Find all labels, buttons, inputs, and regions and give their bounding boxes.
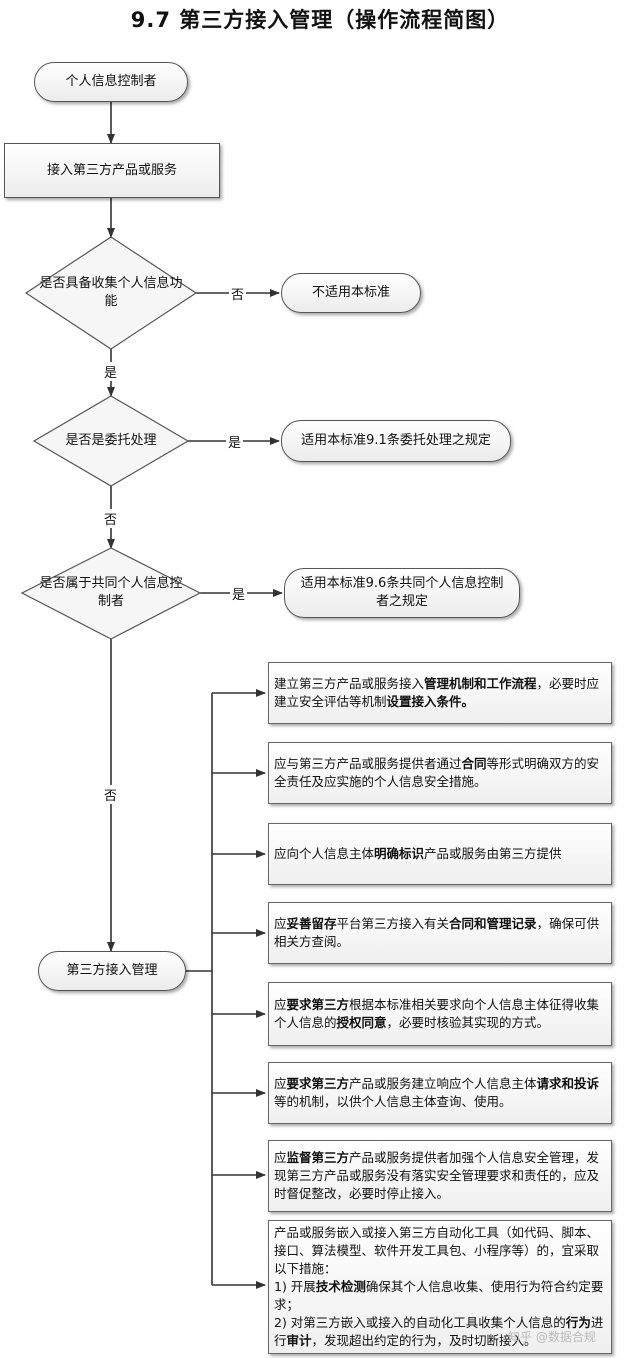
measure-box: 应监督第三方产品或服务提供者加强个人信息安全管理，发现第三方产品或服务没有落实安…	[268, 1140, 612, 1212]
edge-label-d2-no: 否	[102, 509, 120, 528]
edge-label-d1-yes: 是	[102, 362, 120, 381]
measure-box: 应妥善留存平台第三方接入有关合同和管理记录，确保可供相关方查阅。	[268, 902, 612, 964]
decision-d3-label: 是否属于共同个人信息控制者	[39, 576, 183, 609]
decision-d3	[20, 547, 202, 640]
measure-box: 产品或服务嵌入或接入第三方自动化工具（如代码、脚本、接口、算法模型、软件开发工具…	[268, 1220, 612, 1354]
decision-d2	[32, 395, 190, 487]
edge-label-d3-yes: 是	[230, 584, 248, 603]
measure-text: 应与第三方产品或服务提供者通过合同等形式明确双方的安全责任及应实施的个人信息安全…	[274, 756, 600, 789]
decision-d2-label: 是否是委托处理	[65, 433, 157, 448]
edge-label-d3-no: 否	[102, 785, 120, 804]
measure-box: 应向个人信息主体明确标识产品或服务由第三方提供	[268, 823, 612, 885]
not-applicable-node: 不适用本标准	[281, 273, 421, 313]
measure-text: 产品或服务嵌入或接入第三方自动化工具（如代码、脚本、接口、算法模型、软件开发工具…	[274, 1225, 604, 1348]
measure-text: 应要求第三方产品或服务建立响应个人信息主体请求和投诉等的机制，以供个人信息主体查…	[274, 1076, 600, 1109]
measure-text: 应妥善留存平台第三方接入有关合同和管理记录，确保可供相关方查阅。	[274, 916, 600, 949]
decision-d1-label: 是否具备收集个人信息功能	[39, 276, 183, 309]
third-party-management-node: 第三方接入管理	[38, 951, 186, 991]
measure-text: 建立第三方产品或服务接入管理机制和工作流程，必要时应建立安全评估等机制设置接入条…	[274, 676, 600, 709]
start-node: 个人信息控制者	[34, 62, 188, 102]
measure-text: 应向个人信息主体明确标识产品或服务由第三方提供	[274, 846, 562, 861]
decision-d1	[24, 236, 198, 350]
edge-label-d1-no: 否	[229, 284, 247, 303]
edge-label-d2-yes: 是	[226, 432, 244, 451]
measure-box: 应与第三方产品或服务提供者通过合同等形式明确双方的安全责任及应实施的个人信息安全…	[268, 742, 612, 804]
page-title: 9.7 第三方接入管理（操作流程简图）	[130, 8, 510, 32]
watermark: 知乎 @数据合规	[508, 1330, 596, 1344]
measure-text: 应要求第三方根据本标准相关要求向个人信息主体征得收集个人信息的授权同意，必要时核…	[274, 997, 600, 1030]
measure-box: 建立第三方产品或服务接入管理机制和工作流程，必要时应建立安全评估等机制设置接入条…	[268, 662, 612, 724]
result-joint-controller-node: 适用本标准9.6条共同个人信息控制者之规定	[284, 568, 520, 618]
measure-box: 应要求第三方产品或服务建立响应个人信息主体请求和投诉等的机制，以供个人信息主体查…	[268, 1062, 612, 1124]
measure-text: 应监督第三方产品或服务提供者加强个人信息安全管理，发现第三方产品或服务没有落实安…	[274, 1150, 600, 1201]
result-entrusted-node: 适用本标准9.1条委托处理之规定	[281, 420, 511, 462]
measure-box: 应要求第三方根据本标准相关要求向个人信息主体征得收集个人信息的授权同意，必要时核…	[268, 982, 612, 1046]
access-node: 接入第三方产品或服务	[4, 143, 220, 198]
